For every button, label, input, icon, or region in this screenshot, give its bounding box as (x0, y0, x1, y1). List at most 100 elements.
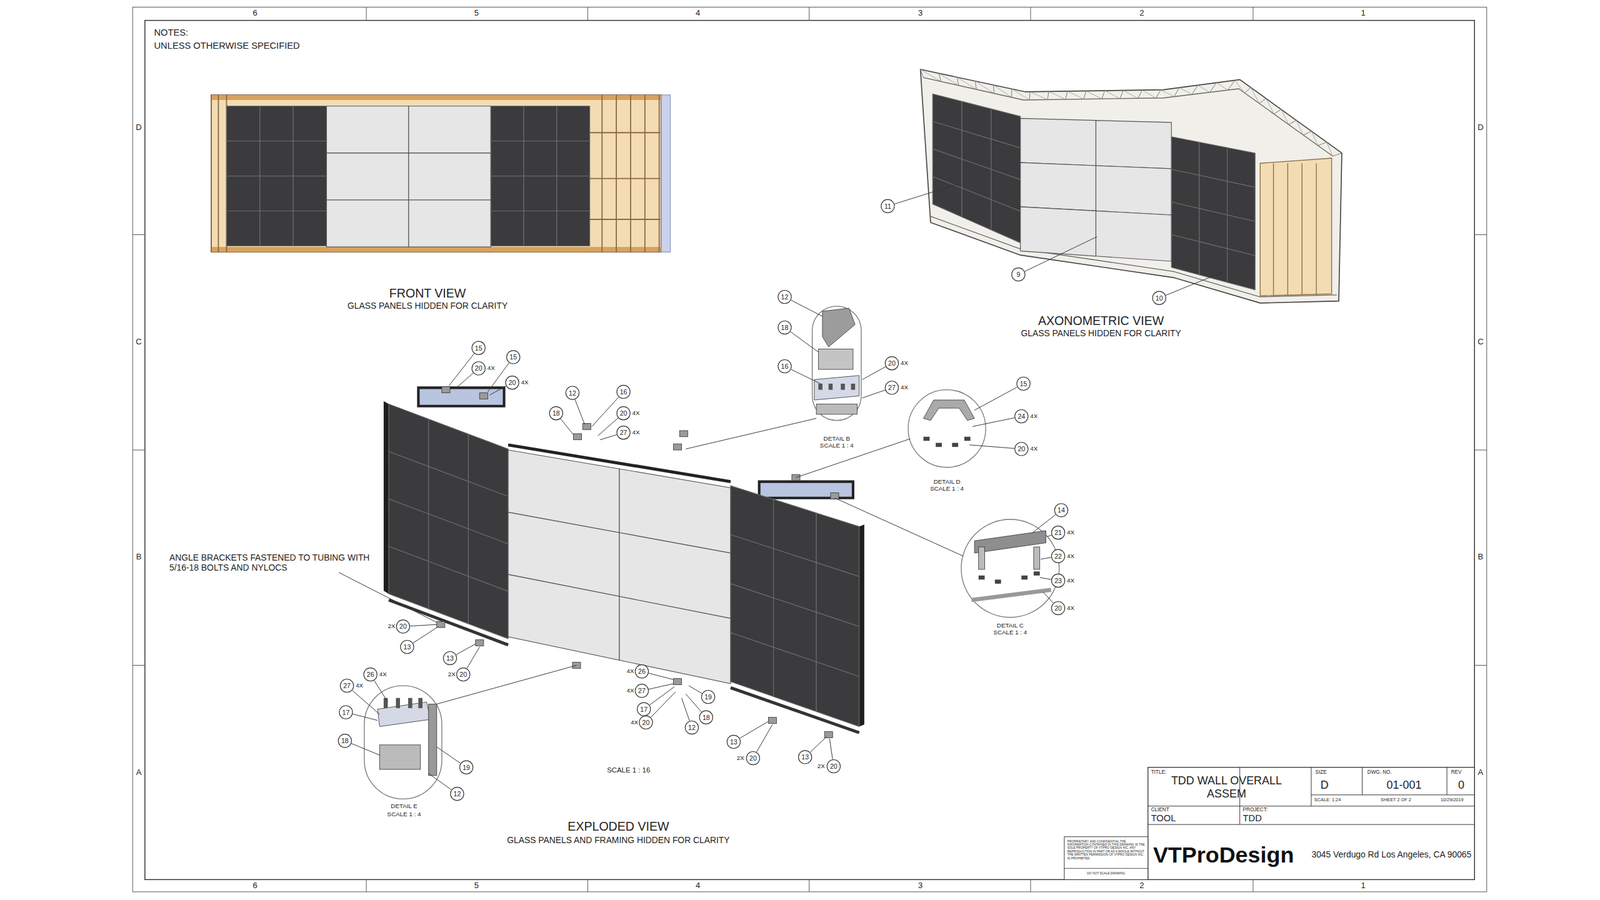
quantity-label: 4X (355, 682, 364, 690)
callout-balloons (338, 199, 1166, 801)
callout-number: 20 (459, 670, 467, 679)
truss-member (1156, 90, 1162, 99)
truss-member (938, 73, 959, 85)
zone-tick (808, 879, 810, 892)
frame-post (630, 95, 632, 252)
leader-line (352, 690, 380, 715)
leader-line (894, 183, 959, 204)
truss-member (993, 85, 995, 94)
view-title: AXONOMETRIC VIEW (1038, 313, 1164, 328)
callout-balloon (1011, 268, 1025, 282)
truss-member (1083, 91, 1087, 100)
panel-tile (1095, 120, 1172, 169)
panel-tile (490, 106, 524, 142)
truss-member (1250, 87, 1259, 104)
callout-balloon (1051, 573, 1065, 587)
zone-label: B (1478, 552, 1484, 562)
truss-member (1326, 141, 1334, 156)
callout-number: 20 (749, 754, 757, 762)
zone-label: 2 (1139, 8, 1144, 19)
frame-rail (590, 178, 661, 180)
frame-post (210, 95, 212, 252)
callout-balloon (456, 668, 470, 682)
nut (951, 443, 959, 448)
callout-balloon (798, 750, 812, 764)
leader-line (448, 353, 474, 386)
truss-member (1179, 87, 1192, 95)
title-block-line (1446, 767, 1448, 795)
standoff (978, 546, 985, 570)
bracket-part (572, 662, 581, 669)
slide-block (379, 745, 420, 770)
quantity-label: 4X (1066, 552, 1075, 560)
title-block-text: PROJECT: (1243, 807, 1268, 814)
callout-number: 20 (620, 409, 628, 417)
inner-border (145, 20, 1475, 880)
title-block-text: CLIENT (1151, 807, 1170, 814)
detail-label: SCALE 1 : 4 (819, 442, 855, 450)
title-block-line (1310, 767, 1312, 807)
leader-line (810, 736, 827, 753)
nut (964, 436, 971, 442)
leader-line (490, 386, 507, 395)
callout-balloon (1051, 601, 1065, 615)
callout-balloon (881, 199, 895, 213)
bracket-part (582, 423, 591, 430)
bracket-part (824, 731, 833, 739)
end-cap (661, 95, 671, 252)
leader-line (1165, 271, 1225, 295)
truss-member (1311, 131, 1318, 146)
quantity-label: 4X (1066, 576, 1075, 584)
leader-line (466, 646, 480, 669)
callout-balloon (635, 665, 649, 679)
leader-line (560, 418, 574, 435)
title-block-text: REV (1451, 769, 1462, 775)
zone-label: A (136, 767, 142, 777)
frame-post (1287, 163, 1289, 295)
leader-line (648, 683, 674, 690)
title-block-text: DO NOT SCALE DRAWING (1086, 871, 1125, 876)
panel-tile (226, 106, 260, 142)
truss-member (1216, 82, 1228, 90)
callout-number: 20 (888, 359, 896, 367)
panel-tile (260, 141, 294, 177)
leader-line (575, 399, 585, 425)
detail-label: DETAIL B (823, 435, 851, 442)
callout-balloon (885, 356, 899, 370)
panel-frame (418, 387, 504, 406)
quantity-label: 2X (387, 623, 397, 630)
panel-tile (619, 596, 731, 684)
detail-outline (961, 519, 1060, 618)
angle-bracket (822, 308, 855, 347)
leader-line (756, 724, 773, 752)
frame-rail (590, 218, 661, 220)
panel-tile (326, 153, 409, 200)
frame-rail (590, 131, 661, 134)
truss-member (1273, 109, 1282, 114)
standoff (1033, 546, 1040, 570)
frame-post (601, 95, 603, 252)
nut (923, 436, 930, 442)
nut (978, 575, 985, 580)
title-block-text: SIZE (1315, 769, 1327, 775)
led-panel-grid (932, 93, 1020, 243)
zone-tick (366, 6, 367, 20)
panel-tile (991, 199, 1021, 243)
detail-label: DETAIL E (390, 802, 418, 810)
detail-label: DETAIL C (996, 621, 1025, 629)
panel-tile (730, 632, 774, 697)
truss-member (1123, 90, 1139, 99)
callout-balloon (460, 760, 474, 774)
callout-number: 16 (620, 388, 628, 396)
callout-balloon (339, 705, 353, 719)
title-block-text: SHEET 2 OF 2 (1380, 797, 1412, 803)
panel-tile (1227, 147, 1256, 187)
leader-line (648, 673, 674, 680)
leader-line (862, 390, 886, 399)
zone-label: D (1477, 123, 1484, 133)
callout-number: 20 (830, 762, 838, 770)
title-block-line (1311, 794, 1475, 795)
callout-balloon (826, 760, 840, 774)
truss-member (1191, 85, 1198, 95)
